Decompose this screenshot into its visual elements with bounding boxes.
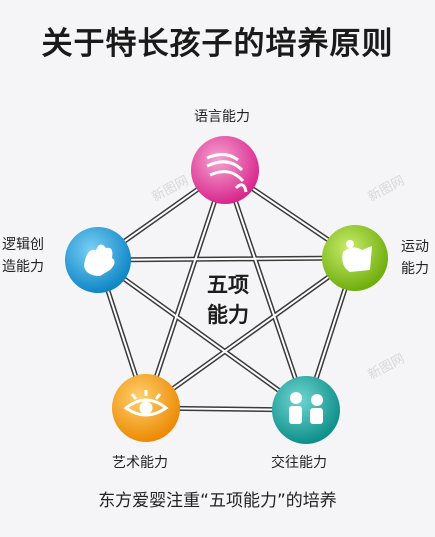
subtitle: 东方爱婴注重“五项能力”的培养 <box>98 491 337 511</box>
puzzle-hand-icon <box>84 244 115 276</box>
label-motor: 运动 能力 <box>401 236 429 280</box>
label-motor-line2: 能力 <box>401 261 429 277</box>
node-logic <box>65 227 131 293</box>
label-social-line1: 交往能力 <box>271 455 327 471</box>
node-motor <box>322 225 388 291</box>
label-motor-line1: 运动 <box>401 239 429 255</box>
node-art <box>112 374 180 442</box>
center-label-line1: 五项 <box>207 273 249 297</box>
label-language-line1: 语言能力 <box>194 109 250 125</box>
center-label-line2: 能力 <box>207 303 249 327</box>
label-logic-line2: 造能力 <box>2 259 44 275</box>
eye-icon <box>123 390 169 417</box>
running-person-icon <box>342 240 372 272</box>
speech-wave-icon <box>206 153 248 193</box>
page-title: 关于特长孩子的培养原则 <box>41 26 394 62</box>
label-logic-line1: 逻辑创 <box>2 237 44 253</box>
label-social: 交往能力 <box>271 452 327 474</box>
label-language: 语言能力 <box>194 106 250 128</box>
label-art: 艺术能力 <box>112 452 168 474</box>
center-label: 五项 能力 <box>196 270 260 330</box>
label-art-line1: 艺术能力 <box>112 455 168 471</box>
two-people-icon <box>289 392 323 424</box>
label-logic: 逻辑创 造能力 <box>2 234 44 278</box>
node-social <box>272 376 340 444</box>
node-language <box>191 136 259 204</box>
